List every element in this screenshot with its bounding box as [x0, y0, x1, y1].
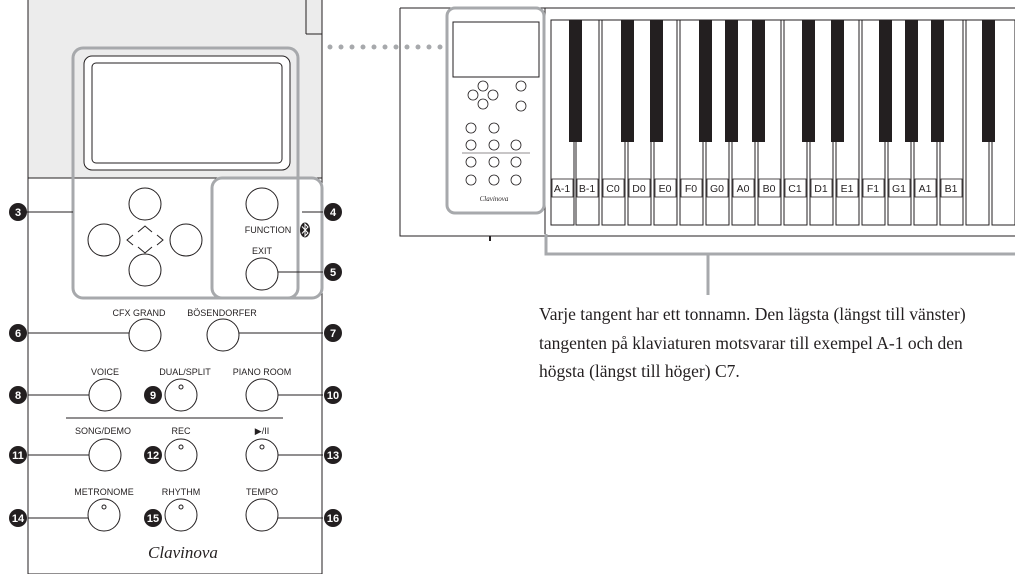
- cursor-left-button[interactable]: [87, 223, 121, 257]
- caption-text: Varje tangent har ett tonnamn. Den lägst…: [539, 304, 966, 381]
- black-keys: [569, 20, 995, 142]
- control-panel: FUNCTION EXIT CFX GRAND BÖSENDORFER VOIC…: [27, 0, 324, 574]
- svg-text:14: 14: [12, 513, 25, 525]
- key-label: B-1: [579, 183, 596, 195]
- white-keys: [550, 19, 1015, 226]
- cfx-grand-button[interactable]: [128, 318, 162, 352]
- function-label: FUNCTION: [245, 225, 292, 235]
- callout-14: 14: [9, 509, 27, 527]
- key-label: D1: [814, 183, 828, 195]
- svg-text:10: 10: [327, 390, 339, 402]
- svg-text:7: 7: [330, 328, 336, 340]
- song-demo-label: SONG/DEMO: [75, 426, 131, 436]
- cursor-up-button[interactable]: [128, 187, 162, 221]
- dual-split-led: [178, 384, 184, 390]
- svg-text:12: 12: [147, 450, 159, 462]
- svg-text:11: 11: [12, 450, 24, 462]
- function-button[interactable]: [245, 187, 279, 221]
- metronome-label: METRONOME: [74, 487, 134, 497]
- piano-overview: Clavinova A: [399, 6, 1015, 295]
- callout-15: 15: [144, 509, 162, 527]
- mini-display: [452, 21, 540, 78]
- metronome-button[interactable]: [87, 498, 121, 532]
- key-label: F0: [685, 183, 697, 195]
- key-label: B1: [945, 183, 958, 195]
- key-label: C0: [606, 183, 620, 195]
- callout-10: 10: [324, 386, 342, 404]
- callout-13: 13: [324, 446, 342, 464]
- key-label: D0: [632, 183, 646, 195]
- play-pause-led: [259, 444, 265, 450]
- callout-12: 12: [144, 446, 162, 464]
- dotted-connector: [327, 44, 443, 50]
- rec-led: [178, 444, 184, 450]
- mini-brand-logo: Clavinova: [480, 195, 509, 203]
- svg-text:8: 8: [15, 390, 21, 402]
- callout-5: 5: [324, 263, 342, 281]
- voice-button[interactable]: [88, 378, 122, 412]
- rec-button[interactable]: [164, 438, 198, 472]
- svg-text:5: 5: [330, 267, 336, 279]
- key-label: B0: [763, 183, 776, 195]
- key-label: G1: [892, 183, 906, 195]
- exit-button[interactable]: [245, 257, 279, 291]
- keyboard: A-1 B-1 C0 D0 E0 F0 G0 A0 B0 C1 D1 E1 F1…: [550, 19, 1015, 226]
- piano-room-label: PIANO ROOM: [233, 367, 292, 377]
- cursor-down-button[interactable]: [128, 253, 162, 287]
- cfx-grand-label: CFX GRAND: [112, 308, 166, 318]
- bosendorfer-label: BÖSENDORFER: [187, 308, 257, 318]
- callout-3: 3: [9, 203, 27, 221]
- callout-7: 7: [324, 324, 342, 342]
- cursor-right-button[interactable]: [169, 223, 203, 257]
- play-pause-button[interactable]: [245, 438, 279, 472]
- key-label: E0: [659, 183, 672, 195]
- cursor-arrows-icon: [126, 225, 164, 254]
- key-name-labels: A-1 B-1 C0 D0 E0 F0 G0 A0 B0 C1 D1 E1 F1…: [554, 183, 958, 195]
- song-demo-button[interactable]: [88, 438, 122, 472]
- rhythm-label: RHYTHM: [162, 487, 201, 497]
- callout-4: 4: [324, 203, 342, 221]
- svg-text:4: 4: [330, 207, 337, 219]
- bosendorfer-button[interactable]: [206, 318, 240, 352]
- display-group-outline: [71, 46, 300, 300]
- voice-label: VOICE: [91, 367, 119, 377]
- key-label: C1: [788, 183, 802, 195]
- key-label-boxes: [551, 178, 963, 198]
- metronome-led: [101, 504, 107, 510]
- piano-room-button[interactable]: [245, 378, 279, 412]
- key-label: G0: [710, 183, 724, 195]
- svg-text:16: 16: [327, 513, 339, 525]
- keyboard-bracket: [544, 234, 1015, 256]
- dual-split-button[interactable]: [164, 378, 198, 412]
- rhythm-button[interactable]: [164, 498, 198, 532]
- svg-text:15: 15: [147, 513, 159, 525]
- key-label: A1: [919, 183, 932, 195]
- exit-label: EXIT: [252, 246, 273, 256]
- callout-11: 11: [9, 446, 27, 464]
- svg-text:9: 9: [150, 390, 156, 402]
- tempo-label: TEMPO: [246, 487, 278, 497]
- key-label: A-1: [554, 183, 571, 195]
- mini-panel-buttons: [465, 80, 527, 186]
- rec-label: REC: [171, 426, 191, 436]
- callout-9: 9: [144, 386, 162, 404]
- tempo-button[interactable]: [245, 498, 279, 532]
- svg-text:13: 13: [327, 450, 339, 462]
- callout-16: 16: [324, 509, 342, 527]
- key-label: E1: [841, 183, 854, 195]
- key-label: A0: [737, 183, 750, 195]
- rhythm-led: [178, 504, 184, 510]
- play-pause-label: ▶/II: [255, 426, 269, 436]
- dual-split-label: DUAL/SPLIT: [159, 367, 211, 377]
- svg-text:6: 6: [15, 328, 21, 340]
- key-label: F1: [867, 183, 879, 195]
- svg-text:3: 3: [15, 207, 21, 219]
- bluetooth-icon: [300, 222, 310, 238]
- callout-8: 8: [9, 386, 27, 404]
- brand-logo: Clavinova: [148, 543, 218, 562]
- callout-6: 6: [9, 324, 27, 342]
- callout-leaders: [26, 211, 323, 519]
